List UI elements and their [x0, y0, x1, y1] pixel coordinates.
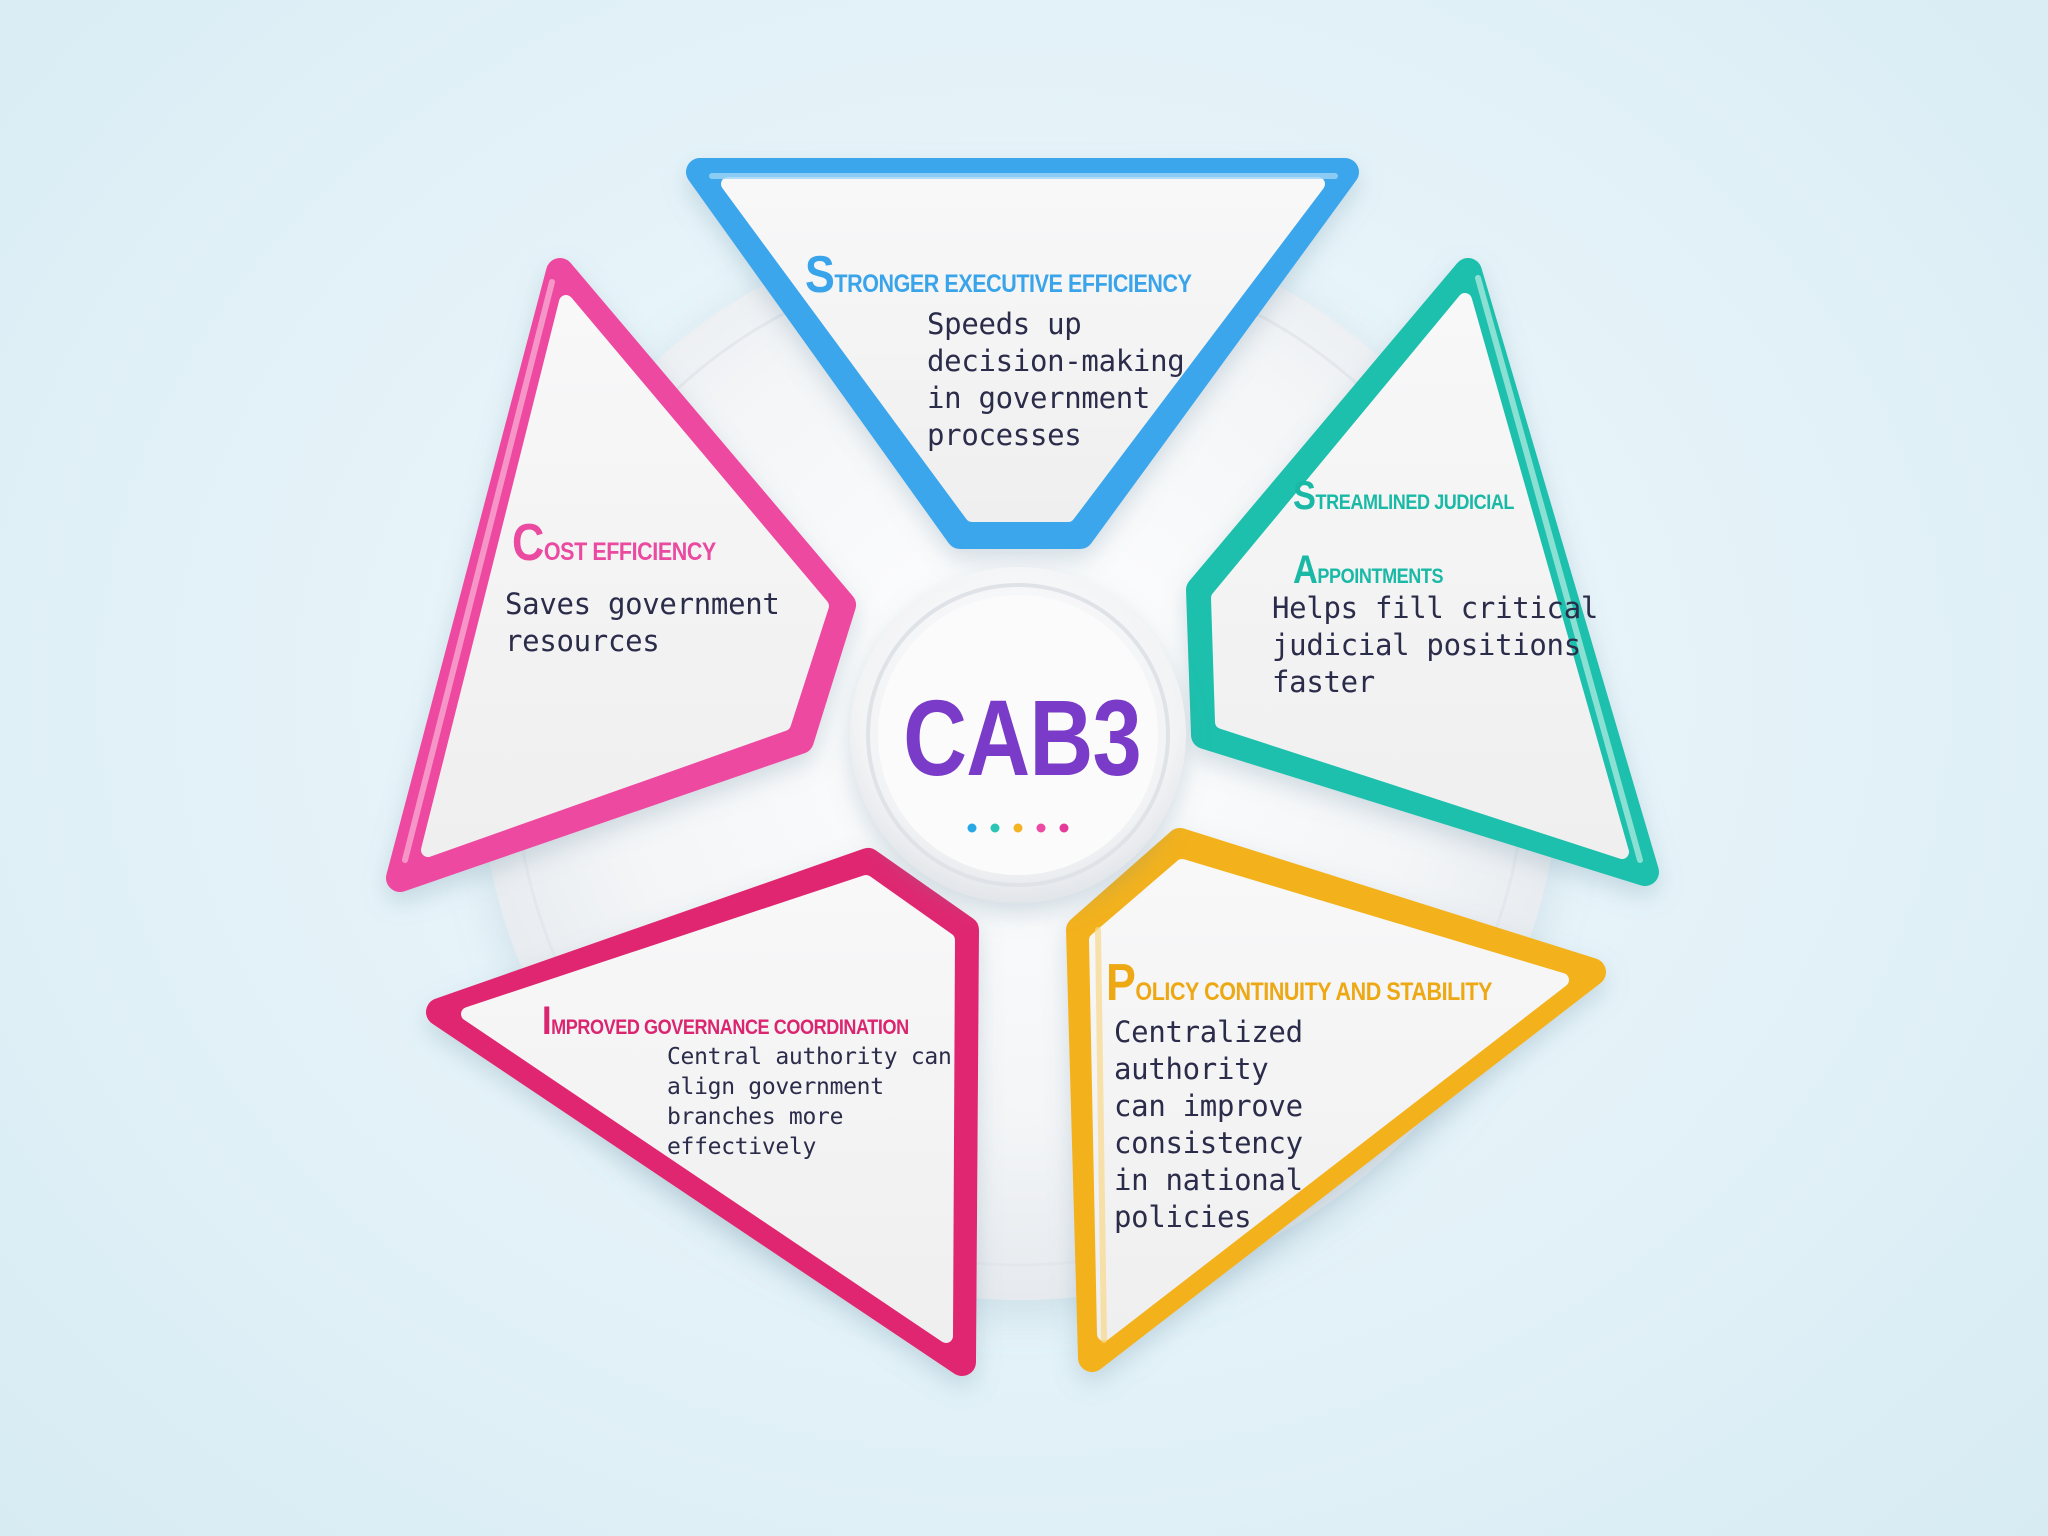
- panel-improved-shape: [426, 848, 979, 1376]
- center-dot: [1013, 823, 1023, 833]
- panel-policy-shape: [1066, 828, 1606, 1372]
- panel-cost-shape: [386, 258, 856, 892]
- panel-stronger-description: Speeds up decision-making in government …: [927, 307, 1185, 452]
- panel-improved-description: Central authority can align government b…: [667, 1044, 952, 1160]
- center-hub-inner: [878, 595, 1158, 875]
- panel-streamlined-shape: [1186, 258, 1659, 886]
- panel-policy-title: Policy continuity and stability: [1106, 954, 1492, 1012]
- center-dot-row: [967, 823, 1069, 833]
- panel-cost-title: Cost efficiency: [512, 514, 716, 572]
- center-hub-ring: [866, 583, 1170, 887]
- panel-streamlined-title-line2: appointments: [1293, 548, 1444, 592]
- center-dot: [1036, 823, 1046, 833]
- panel-improved-title: Improved governance coordination: [542, 999, 909, 1043]
- center-label: CAB3: [903, 677, 1142, 798]
- panel-stronger-title: Stronger executive efficiency: [805, 246, 1192, 304]
- panel-cost-description: Saves government resources: [505, 587, 780, 658]
- center-dot: [967, 823, 977, 833]
- panel-streamlined-description: Helps fill critical judicial positions f…: [1272, 591, 1599, 699]
- panel-streamlined-title-line1: Streamlined judicial: [1293, 474, 1515, 518]
- panel-stronger-shape: [686, 158, 1359, 549]
- panel-policy-description: Centralized authority can improve consis…: [1114, 1015, 1303, 1234]
- center-dot: [990, 823, 1000, 833]
- center-dot: [1059, 823, 1069, 833]
